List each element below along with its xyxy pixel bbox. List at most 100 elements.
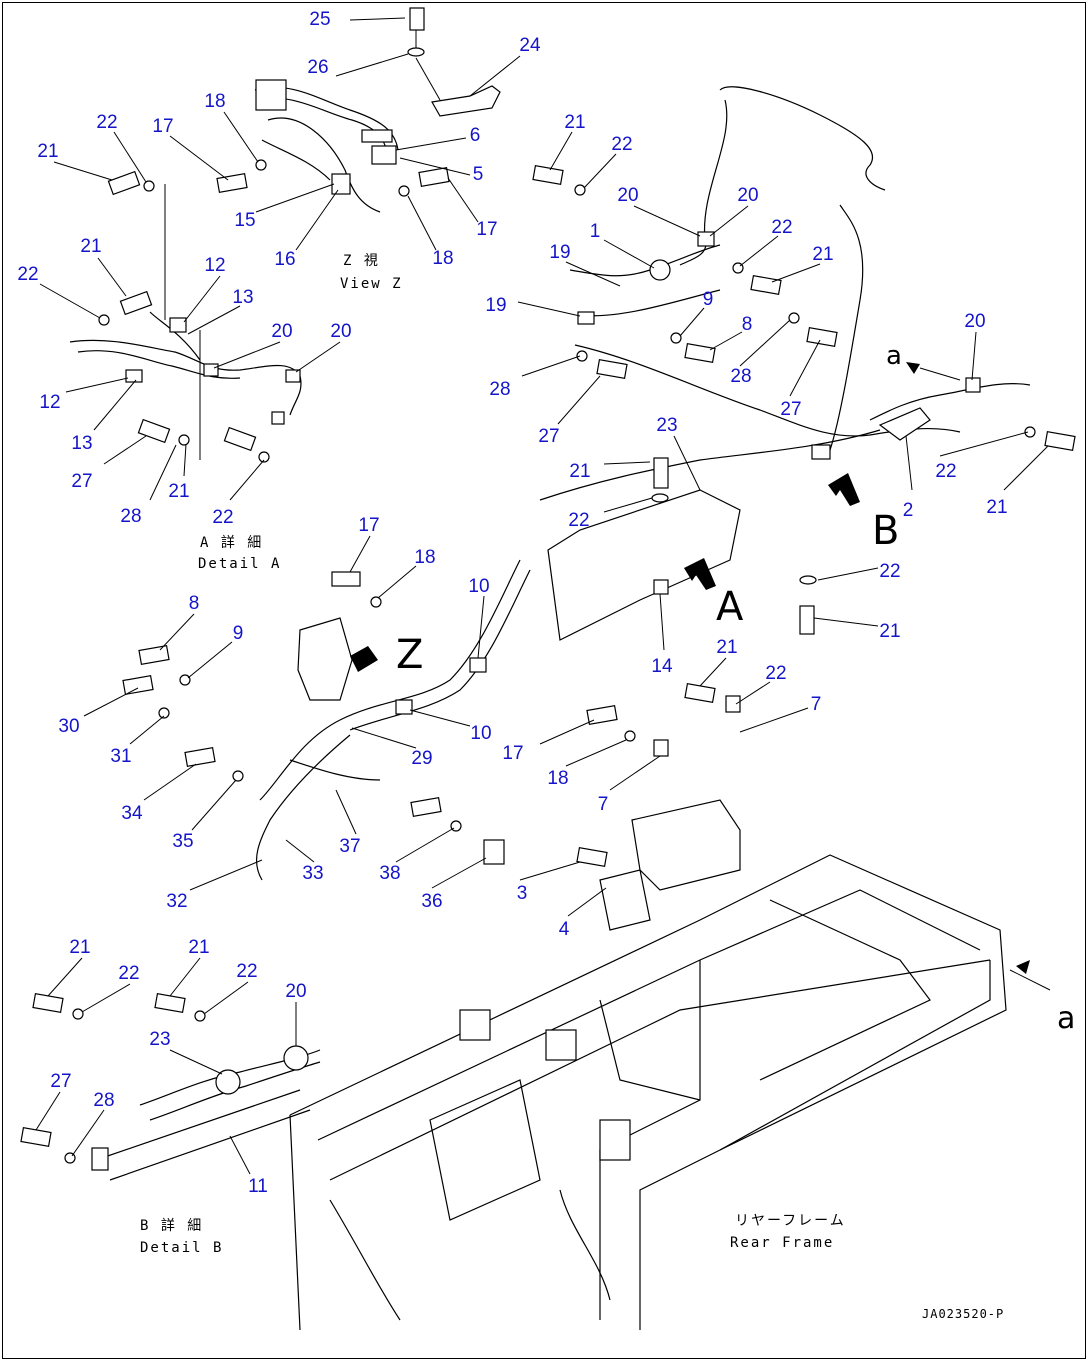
- callout-number: 22: [212, 507, 233, 528]
- callout-number: 5: [473, 164, 484, 185]
- callout-number: 2: [903, 500, 914, 521]
- callout-number: 22: [935, 461, 956, 482]
- callout-number: 36: [421, 891, 442, 912]
- direction-arrows: [350, 362, 1030, 974]
- marker-A: A: [716, 584, 744, 630]
- callout-number: 7: [598, 794, 609, 815]
- callout-number: 16: [274, 249, 295, 270]
- callout-number: 25: [309, 9, 330, 30]
- callout-number: 21: [168, 481, 189, 502]
- marker-a-top: a: [886, 341, 902, 371]
- view-z-assembly: [216, 7, 501, 213]
- callout-number: 20: [285, 981, 306, 1002]
- callout-number: 23: [656, 415, 677, 436]
- callout-number: 21: [188, 937, 209, 958]
- callout-number: 27: [50, 1071, 71, 1092]
- detail-a-en-label: Detail A: [198, 556, 281, 572]
- callout-number: 13: [71, 433, 92, 454]
- callout-number: 13: [232, 287, 253, 308]
- callout-number: 20: [330, 321, 351, 342]
- callout-number: 28: [120, 506, 141, 527]
- callout-number: 10: [468, 576, 489, 597]
- detail-b-jp-label: B 詳 細: [140, 1218, 203, 1234]
- callout-number: 34: [121, 803, 143, 824]
- callout-number: 22: [236, 961, 257, 982]
- view-z-en-label: View Z: [340, 276, 403, 292]
- callout-number: 20: [737, 185, 758, 206]
- callout-number: 38: [379, 863, 400, 884]
- callout-number: 19: [549, 242, 570, 263]
- callout-number: 27: [780, 399, 801, 420]
- callout-number: 1: [590, 221, 601, 242]
- callout-number: 28: [730, 366, 751, 387]
- central-harness: [122, 489, 741, 931]
- callout-number: 26: [307, 57, 328, 78]
- callout-number: 21: [80, 236, 101, 257]
- callout-number: 7: [811, 694, 822, 715]
- callout-number: 35: [172, 831, 193, 852]
- callout-number: 21: [986, 497, 1007, 518]
- callout-number: 28: [93, 1090, 114, 1111]
- callout-number: 24: [519, 35, 541, 56]
- callout-number: 17: [152, 116, 173, 137]
- drawing-number: JA023520-P: [922, 1307, 1004, 1321]
- callout-number: 10: [470, 723, 491, 744]
- callout-number: 3: [517, 883, 528, 904]
- callout-number: 29: [411, 748, 432, 769]
- callout-number: 20: [964, 311, 985, 332]
- callout-number: 27: [71, 471, 92, 492]
- callout-number: 33: [302, 863, 323, 884]
- leader-lines: [35, 17, 1051, 1175]
- callout-number: 20: [271, 321, 292, 342]
- callout-number: 21: [716, 637, 737, 658]
- callout-number: 31: [110, 746, 131, 767]
- callout-number: 9: [233, 623, 244, 644]
- callout-number: 11: [248, 1176, 268, 1197]
- text-labels: Z 視 View Z A 詳 細 Detail A B 詳 細 Detail B…: [140, 253, 1075, 1321]
- callout-number: 22: [765, 663, 786, 684]
- callout-number: 30: [58, 716, 79, 737]
- callout-number: 22: [118, 963, 139, 984]
- callout-number: 12: [39, 392, 60, 413]
- callout-number: 21: [69, 937, 90, 958]
- detail-a-assembly: [69, 170, 302, 463]
- callout-number: 20: [617, 185, 638, 206]
- detail-b-assembly: [20, 992, 321, 1181]
- marker-Z: Z: [396, 632, 423, 678]
- callout-number: 21: [564, 112, 585, 133]
- rear-frame-jp-label: リヤーフレーム: [735, 1213, 846, 1229]
- view-z-jp-label: Z 視: [343, 253, 380, 269]
- callout-number: 22: [611, 134, 632, 155]
- callout-number: 21: [812, 244, 833, 265]
- callout-number: 8: [189, 593, 200, 614]
- callout-number: 22: [879, 561, 900, 582]
- callout-number: 17: [502, 743, 523, 764]
- callout-number: 22: [17, 264, 38, 285]
- callout-number: 14: [651, 656, 673, 677]
- upper-right-harness: [532, 86, 1076, 635]
- callout-number: 8: [742, 314, 753, 335]
- callout-number: 12: [204, 255, 225, 276]
- marker-a-right: a: [1057, 1001, 1075, 1036]
- callout-number: 21: [37, 141, 58, 162]
- callout-number: 18: [414, 547, 435, 568]
- callout-number: 18: [432, 248, 453, 269]
- rear-frame: [289, 854, 1007, 1331]
- callout-number: 21: [569, 461, 590, 482]
- callout-number: 22: [568, 510, 589, 531]
- callout-number: 18: [547, 768, 568, 789]
- callout-number: 15: [234, 210, 255, 231]
- marker-B: B: [872, 508, 899, 554]
- callout-number: 22: [771, 217, 792, 238]
- rear-frame-en-label: Rear Frame: [730, 1235, 834, 1251]
- callout-number: 22: [96, 112, 117, 133]
- callout-number: 19: [485, 295, 506, 316]
- callout-number: 17: [358, 515, 379, 536]
- callout-number: 17: [476, 219, 497, 240]
- callout-number: 6: [470, 125, 481, 146]
- callout-number: 18: [204, 91, 225, 112]
- callout-number: 28: [489, 379, 510, 400]
- callout-number: 9: [703, 289, 714, 310]
